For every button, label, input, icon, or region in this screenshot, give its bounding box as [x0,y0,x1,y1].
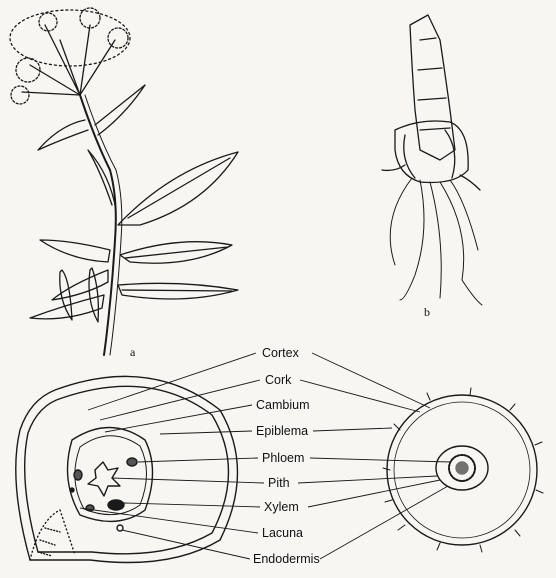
label-cortex: Cortex [262,346,300,360]
label-cork: Cork [265,373,292,387]
section-labels: Cortex Cork Cambium Epiblema Phloem Pith… [253,346,320,566]
fig-label-a: a [130,345,136,359]
label-epiblema: Epiblema [256,424,308,438]
stem-cortex-line [25,386,229,554]
label-cambium: Cambium [256,398,310,412]
plant-illustration: a [10,8,238,359]
stem-cross-section [16,376,238,562]
roots [390,178,482,305]
label-endodermis: Endodermis [253,552,320,566]
label-xylem: Xylem [264,500,299,514]
stem-xylem-mass [108,500,124,510]
flower-head [10,8,130,104]
label-lacuna: Lacuna [262,526,303,540]
stem-pith-star [88,462,120,496]
rhizome-illustration: b [382,15,482,319]
label-phloem: Phloem [262,451,304,465]
leaves [30,85,238,322]
root-cross-section [383,388,543,552]
label-pith: Pith [268,476,290,490]
fig-label-b: b [424,305,430,319]
